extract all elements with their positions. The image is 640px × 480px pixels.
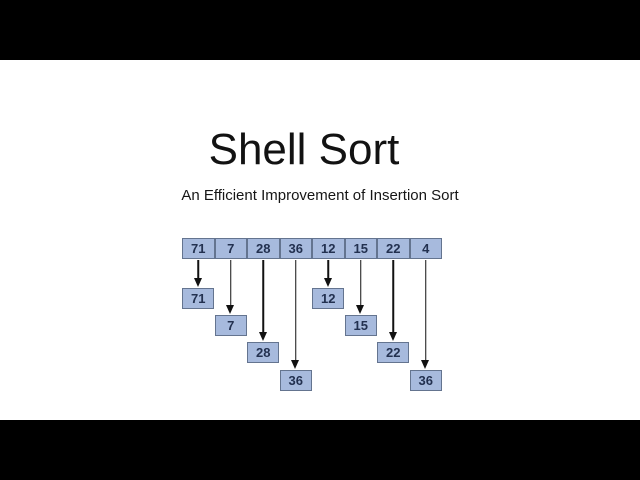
arrow-head [421, 360, 430, 369]
drop-box: 36 [409, 370, 442, 391]
arrow-head [323, 278, 332, 287]
page-title: Shell Sort [208, 125, 400, 174]
down-arrow-icon [258, 260, 268, 341]
arrow-head [291, 360, 300, 369]
array-cell: 36 [279, 238, 312, 259]
arrow-head [258, 332, 267, 341]
down-arrow-icon [388, 260, 398, 341]
array-cell: 15 [344, 238, 377, 259]
array-cell: 12 [312, 238, 345, 259]
arrow-head [226, 305, 235, 314]
drop-box: 12 [312, 288, 345, 309]
letterbox-top [0, 0, 640, 60]
arrow-shaft [392, 260, 394, 333]
arrow-shaft [425, 260, 427, 361]
letterbox-bottom [0, 420, 640, 480]
drop-box: 7 [214, 315, 247, 336]
arrow-head [193, 278, 202, 287]
down-arrow-icon [226, 260, 235, 314]
arrow-shaft [197, 260, 199, 279]
arrow-head [356, 305, 365, 314]
arrow-head [388, 332, 397, 341]
down-arrow-icon [356, 260, 365, 314]
down-arrow-icon [291, 260, 300, 369]
down-arrow-icon [323, 260, 333, 287]
arrow-shaft [295, 260, 297, 361]
arrow-shaft [230, 260, 232, 306]
drop-box: 22 [377, 342, 410, 363]
arrow-shaft [327, 260, 329, 279]
drop-box: 28 [247, 342, 280, 363]
slide: Shell Sort An Efficient Improvement of I… [0, 60, 640, 420]
drop-box: 71 [182, 288, 215, 309]
slide-subtitle: An Efficient Improvement of Insertion So… [181, 187, 459, 204]
array-cell: 71 [182, 238, 215, 259]
array-cell: 28 [247, 238, 280, 259]
array-cell: 7 [214, 238, 247, 259]
array-cell: 4 [409, 238, 442, 259]
array-cell: 22 [377, 238, 410, 259]
down-arrow-icon [421, 260, 430, 369]
drop-box: 15 [344, 315, 377, 336]
arrow-shaft [360, 260, 362, 306]
arrow-shaft [262, 260, 264, 333]
drop-box: 36 [279, 370, 312, 391]
down-arrow-icon [193, 260, 203, 287]
